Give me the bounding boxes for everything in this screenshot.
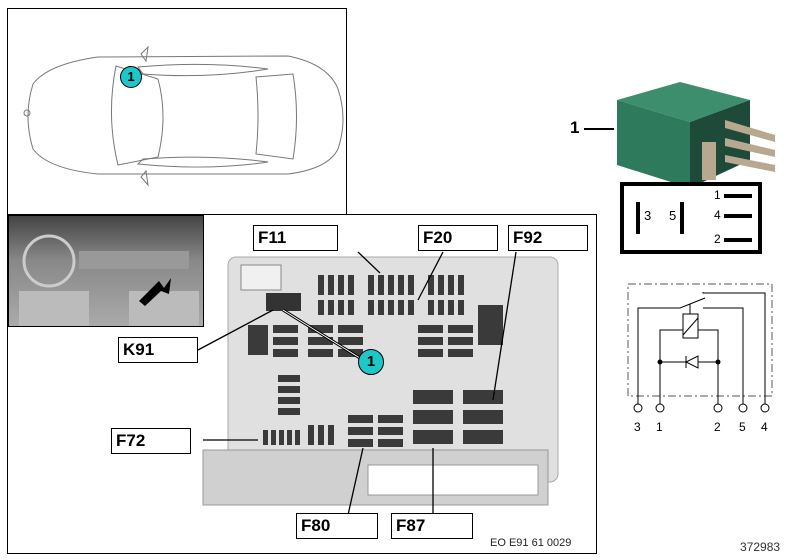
fuse-box-panel: 1 F11 F20 F92 K91 F72 F80 F87 EO E91 61 … xyxy=(7,214,597,554)
car-view-panel: 1 xyxy=(7,8,347,215)
pin-label-3: 3 xyxy=(644,208,652,223)
pin-label-5: 5 xyxy=(669,208,677,223)
label-f87: F87 xyxy=(391,513,473,539)
pin-label-4: 4 xyxy=(714,208,721,222)
label-f11: F11 xyxy=(253,225,338,251)
part-number: 372983 xyxy=(740,540,781,554)
pin-label-2: 2 xyxy=(714,232,721,246)
schematic-pin-5: 5 xyxy=(739,420,746,434)
fuse-box-drawing xyxy=(197,251,559,516)
label-f72: F72 xyxy=(111,428,191,454)
relay-callout-line xyxy=(584,128,614,130)
schematic-pin-4: 4 xyxy=(761,420,768,434)
label-f92: F92 xyxy=(508,225,588,251)
relay-callout: 1 xyxy=(570,118,580,137)
label-f80: F80 xyxy=(296,513,378,539)
fuse-marker: 1 xyxy=(358,349,384,375)
schematic-pin-2: 2 xyxy=(714,420,721,434)
location-marker: 1 xyxy=(120,66,142,88)
label-f20: F20 xyxy=(418,225,498,251)
diagram-code: EO E91 61 0029 xyxy=(490,537,572,549)
relay-pinout: 3 5 1 4 2 xyxy=(620,182,762,254)
interior-photo xyxy=(8,215,204,327)
label-k91: K91 xyxy=(118,337,198,363)
schematic-pin-1: 1 xyxy=(656,420,663,434)
schematic-pin-3: 3 xyxy=(634,420,641,434)
pin-label-1: 1 xyxy=(714,188,721,202)
car-outline-icon xyxy=(23,45,344,187)
